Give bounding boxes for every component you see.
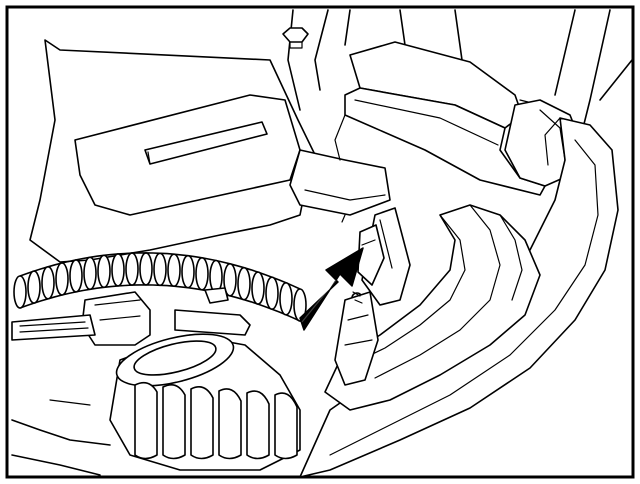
detail-ticks [352, 291, 363, 304]
conduit-rib [237, 266, 251, 301]
lower-left-parts [11, 399, 111, 476]
conduit-rib [153, 252, 167, 287]
conduit-rib [27, 270, 41, 304]
conduit-rib [111, 253, 125, 287]
conduit-rib [55, 262, 69, 296]
conduit-rib [139, 252, 153, 286]
cylinder-rib [134, 381, 158, 460]
conduit-rib [69, 259, 83, 293]
cylinder-rib [218, 388, 242, 460]
wiring-harness-conduit [13, 252, 307, 322]
conduit-rib [265, 276, 279, 311]
arrow-icon [299, 247, 364, 331]
conduit-rib [83, 256, 97, 291]
harness-connector [11, 291, 151, 346]
conduit-rib [251, 271, 265, 305]
conduit-rib [223, 262, 237, 297]
conduit-rib [181, 254, 195, 289]
harness-clip [174, 287, 251, 336]
cylinder-rib [162, 384, 186, 460]
mounting-bracket [289, 149, 391, 223]
conduit-rib [41, 265, 55, 300]
cylinder-rib [246, 390, 270, 460]
inner-curves [324, 204, 541, 411]
cylinder-rib [274, 392, 298, 460]
bolt [282, 27, 309, 49]
conduit-rib [125, 252, 139, 286]
conduit-rib [167, 253, 181, 288]
conduit-rib [195, 256, 209, 291]
connector-housing [334, 207, 411, 386]
cylinder-rib [190, 386, 214, 460]
conduit-rib [13, 275, 27, 309]
conduit-rib [293, 288, 307, 322]
conduit-rib [279, 281, 293, 316]
cylinder-ribs [134, 381, 298, 460]
control-module [29, 39, 321, 263]
conduit-rib [97, 254, 111, 289]
